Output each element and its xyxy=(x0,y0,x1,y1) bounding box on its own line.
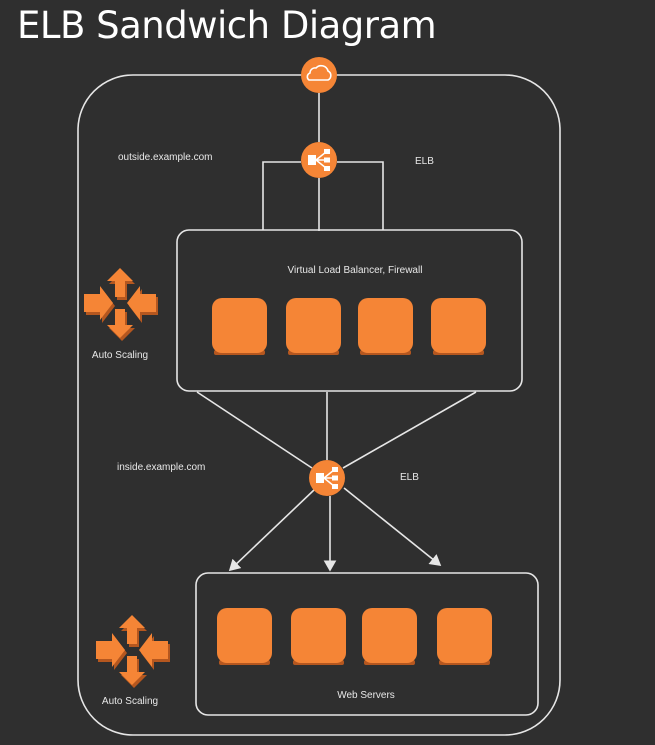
instance-icon xyxy=(358,298,413,355)
elb-to-web-arrow xyxy=(343,487,442,567)
inside-elb-label: ELB xyxy=(400,472,419,483)
auto-scaling-icon xyxy=(84,268,158,341)
page-title: ELB Sandwich Diagram xyxy=(17,4,437,47)
outside-dns-label: outside.example.com xyxy=(118,152,213,163)
instance-icon xyxy=(431,298,486,355)
elb-right-connector xyxy=(337,161,384,230)
inside-elb-icon xyxy=(308,459,346,497)
auto-scaling-icon xyxy=(96,615,170,688)
auto-scaling-label: Auto Scaling xyxy=(102,696,158,707)
outside-elb-label: ELB xyxy=(415,156,434,167)
web-tier-label: Web Servers xyxy=(337,690,395,701)
outside-elb-icon xyxy=(300,141,338,179)
vlb-tier-label: Virtual Load Balancer, Firewall xyxy=(288,265,423,276)
vlb-to-elb-line xyxy=(342,391,477,469)
web-tier-group: Web Servers xyxy=(195,572,539,716)
instance-icon xyxy=(217,608,272,665)
vlb-tier-group: Virtual Load Balancer, Firewall xyxy=(176,229,523,392)
instance-icon xyxy=(362,608,417,665)
auto-scaling-label: Auto Scaling xyxy=(92,350,148,361)
instance-icon xyxy=(212,298,267,355)
elb-to-web-arrow xyxy=(228,489,315,572)
instance-icon xyxy=(291,608,346,665)
elb-left-connector xyxy=(262,161,301,230)
instance-icon xyxy=(286,298,341,355)
vlb-to-elb-line xyxy=(196,391,313,469)
cloud-icon xyxy=(301,57,337,93)
instance-icon xyxy=(437,608,492,665)
inside-dns-label: inside.example.com xyxy=(117,462,205,473)
